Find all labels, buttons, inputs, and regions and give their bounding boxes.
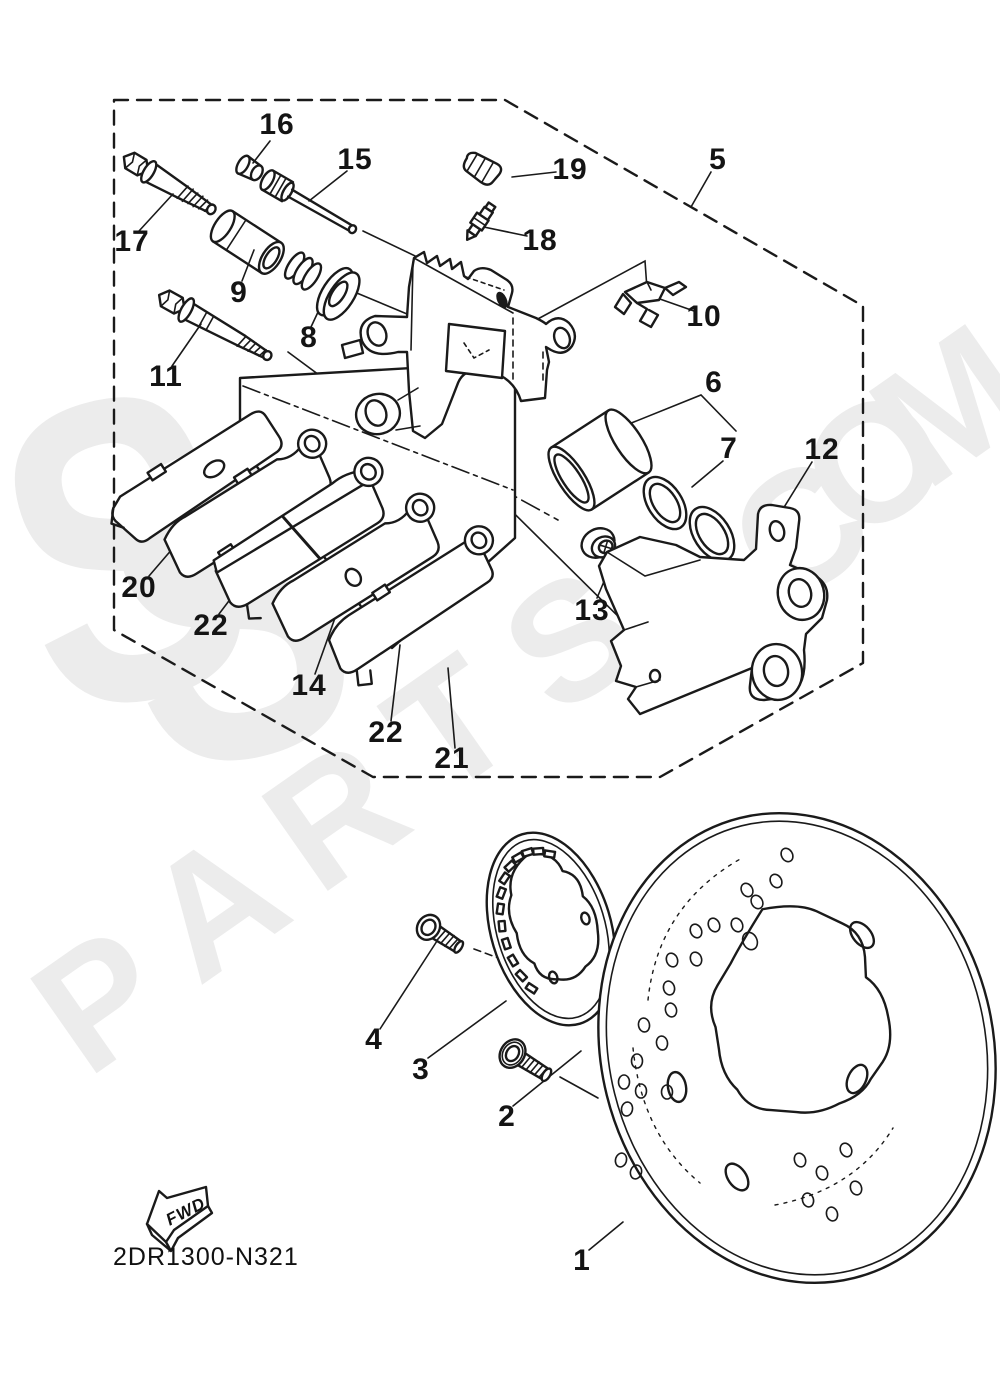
- slide-bush-9: [206, 207, 289, 278]
- part-label-19: 19: [552, 153, 588, 186]
- piston-seals-7: [635, 469, 743, 569]
- rubber-cap-16: [234, 154, 267, 184]
- fwd-arrow-icon: [147, 1187, 212, 1251]
- part-label-15: 15: [337, 143, 373, 176]
- brake-pad-shim-22a: [153, 424, 351, 583]
- part-label-20: 20: [121, 571, 157, 604]
- part-label-11: 11: [149, 360, 183, 393]
- pin-boot-8: [275, 240, 366, 326]
- part-label-17: 17: [114, 225, 150, 258]
- part-label-7: 7: [720, 432, 738, 465]
- part-label-1: 1: [573, 1244, 591, 1277]
- caliper-bolt-17: [118, 147, 221, 222]
- bleeder-cap-19: [460, 151, 504, 188]
- caliper-bracket-12: [599, 505, 830, 714]
- slide-pin-15: [258, 168, 361, 240]
- part-label-5: 5: [709, 143, 727, 176]
- brake-pad-shim-22b: [261, 488, 458, 646]
- part-label-9: 9: [230, 276, 248, 309]
- part-label-14: 14: [291, 669, 327, 702]
- pad-spring-clip-10: [615, 282, 686, 327]
- part-label-4: 4: [365, 1023, 383, 1056]
- part-label-22a: 22: [193, 609, 229, 642]
- bleed-screw-18: [461, 200, 497, 243]
- caliper-body: [342, 252, 575, 439]
- part-label-8: 8: [300, 321, 318, 354]
- part-label-22b: 22: [368, 716, 404, 749]
- disc-bolt-2: [494, 1035, 557, 1090]
- brake-pad-shim-21: [315, 521, 524, 694]
- diagram-code: 2DR1300-N321: [113, 1243, 299, 1271]
- disc-bolt-4: [412, 910, 468, 959]
- part-label-21: 21: [434, 742, 470, 775]
- part-label-3: 3: [412, 1053, 430, 1086]
- part-label-6: 6: [705, 366, 723, 399]
- brake-pad-14: [204, 452, 415, 627]
- part-label-10: 10: [686, 300, 722, 333]
- dashed-assembly-border: [114, 100, 863, 777]
- caliper-bolt-11: [153, 284, 278, 369]
- part-label-13: 13: [574, 594, 610, 627]
- brake-disc-1: [549, 771, 1000, 1326]
- part-label-18: 18: [522, 224, 558, 257]
- caliper-piston-6: [540, 403, 659, 516]
- part-label-16: 16: [259, 108, 295, 141]
- sensor-rotor-plate-3: [465, 817, 638, 1041]
- part-label-2: 2: [498, 1100, 516, 1133]
- part-label-12: 12: [804, 433, 840, 466]
